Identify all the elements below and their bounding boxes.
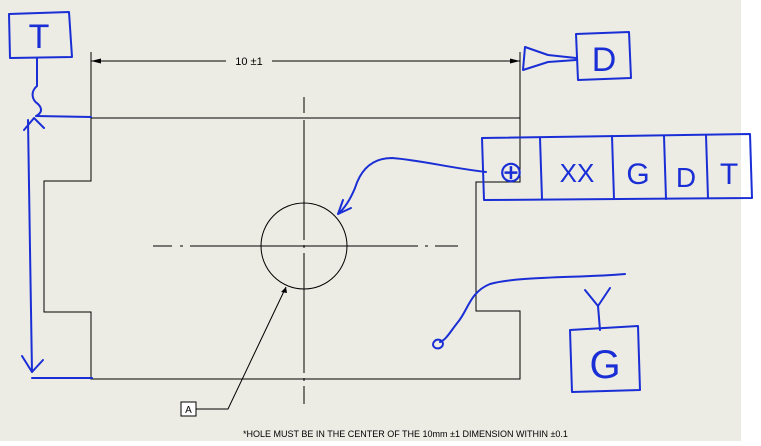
markup-text: T D G ⊕ XX G D T (29, 18, 739, 387)
box-g-letter: G (589, 343, 620, 387)
fcf-position-symbol: ⊕ (498, 156, 523, 189)
t-dimension-line (27, 119, 33, 373)
box-d-letter: D (592, 41, 617, 79)
dimension-value: 10 ±1 (235, 56, 262, 68)
t-leader (31, 57, 92, 118)
t-arrow-top (23, 117, 45, 131)
datum-a-box (180, 401, 197, 417)
fcf-frame (481, 133, 753, 201)
fcf-datum-g: G (626, 158, 649, 191)
arrowhead-left (91, 58, 101, 64)
d-leader (522, 46, 577, 71)
g-leader-dot (432, 338, 444, 350)
part-outline (43, 117, 521, 380)
extension-lines (90, 52, 521, 118)
fcf-leader (337, 157, 487, 215)
box-d-frame (575, 31, 632, 81)
markup-layer (8, 11, 753, 393)
t-arrow-bottom (21, 355, 44, 373)
drawing-note: *HOLE MUST BE IN THE CENTER OF THE 10mm … (243, 429, 568, 439)
fcf-arrowhead (337, 199, 352, 215)
datum-leader (196, 286, 287, 410)
fcf-dividers (539, 134, 709, 200)
g-leader (439, 273, 626, 343)
box-t-letter: T (29, 18, 50, 56)
dimension-line (91, 58, 520, 64)
center-lines (153, 97, 458, 404)
fcf-datum-t: T (720, 158, 738, 191)
fcf-datum-d: D (676, 162, 696, 193)
box-g-frame (569, 325, 641, 393)
sheet-margin (741, 0, 761, 441)
fcf-tolerance: XX (560, 158, 595, 188)
datum-a-label: A (185, 405, 192, 416)
box-t-frame (8, 11, 73, 59)
g-datum-stem (584, 287, 611, 331)
arrowhead-right (510, 58, 520, 64)
drawing-sheet (0, 0, 741, 441)
